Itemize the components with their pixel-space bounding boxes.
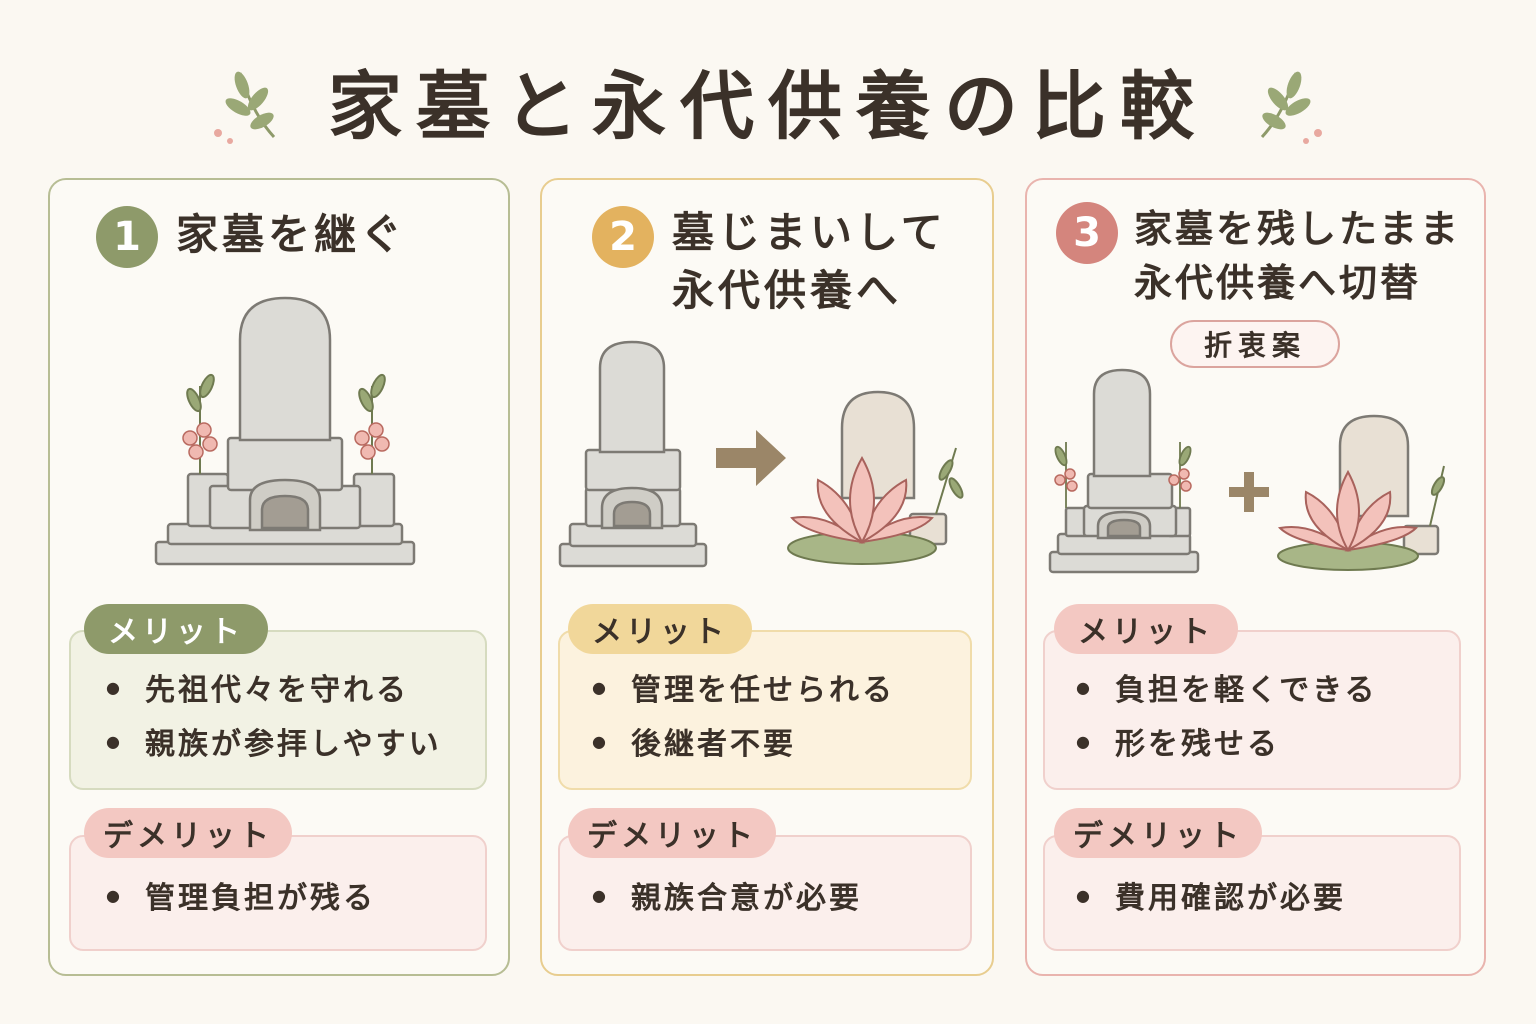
list-item: 管理負担が残る [106, 872, 376, 926]
merit-list: 先祖代々を守れる 親族が参拝しやすい [106, 664, 442, 772]
step-number: 2 [592, 206, 654, 268]
card-title: 家墓を残したまま 永代供養へ切替 [1134, 202, 1461, 310]
merit-label: メリット [84, 604, 268, 654]
leaf-sprig-icon [214, 71, 276, 144]
demerit-list: 親族合意が必要 [592, 872, 862, 926]
card-title-line: 墓じまいして [672, 208, 947, 257]
merit-list: 負担を軽くできる 形を残せる [1076, 664, 1377, 772]
title-bar: 家墓と永代供養の比較 [0, 50, 1536, 150]
demerit-list: 管理負担が残る [106, 872, 376, 926]
card-title-line: 家墓を継ぐ [176, 210, 407, 259]
card-heading: 2 墓じまいして 永代供養へ [592, 206, 947, 320]
demerit-list: 費用確認が必要 [1076, 872, 1346, 926]
leaf-sprig-icon [1260, 71, 1322, 144]
compromise-badge: 折衷案 [1170, 320, 1340, 368]
list-item: 費用確認が必要 [1076, 872, 1346, 926]
card-title: 家墓を継ぐ [176, 206, 406, 264]
merit-list: 管理を任せられる 後継者不要 [592, 664, 895, 772]
page-title: 家墓と永代供養の比較 [328, 63, 1208, 150]
demerit-label: デメリット [568, 808, 776, 858]
merit-label: メリット [1054, 604, 1238, 654]
step-number: 3 [1056, 202, 1118, 264]
list-item: 負担を軽くできる [1076, 664, 1377, 718]
list-item: 親族合意が必要 [592, 872, 862, 926]
list-item: 管理を任せられる [592, 664, 895, 718]
family-grave-icon [154, 296, 416, 566]
grave-plus-lotus-memorial-icon [1048, 368, 1446, 574]
demerit-label: デメリット [1054, 808, 1262, 858]
card-heading: 3 家墓を残したまま 永代供養へ切替 [1056, 202, 1461, 310]
list-item: 先祖代々を守れる [106, 664, 442, 718]
card-title-line: 永代供養へ切替 [1134, 261, 1422, 305]
list-item: 後継者不要 [592, 718, 895, 772]
step-number: 1 [96, 206, 158, 268]
list-item: 親族が参拝しやすい [106, 718, 442, 772]
card-title-line: 家墓を残したまま [1134, 207, 1461, 251]
demerit-label: デメリット [84, 808, 292, 858]
card-title: 墓じまいして 永代供養へ [672, 204, 947, 320]
grave-to-lotus-memorial-icon [558, 340, 964, 568]
card-heading: 1 家墓を継ぐ [96, 206, 406, 268]
merit-label: メリット [568, 604, 752, 654]
card-title-line: 永代供養へ [672, 266, 903, 315]
list-item: 形を残せる [1076, 718, 1377, 772]
